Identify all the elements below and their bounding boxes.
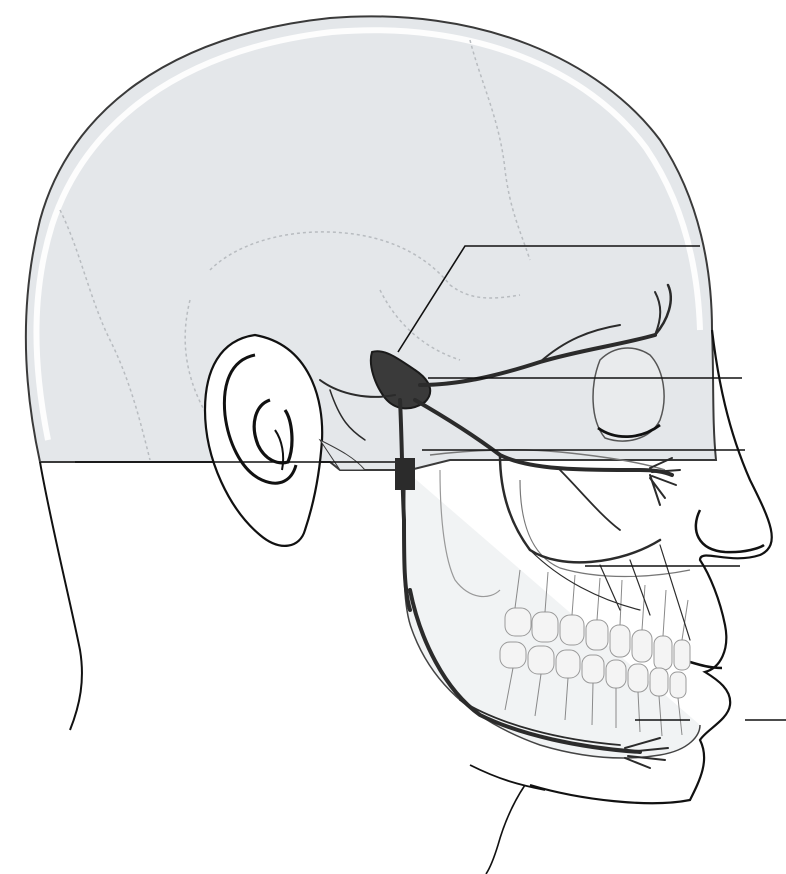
orbit — [593, 348, 664, 441]
neck-back — [40, 462, 82, 730]
maxilla — [520, 480, 690, 577]
otic-ganglion — [395, 458, 415, 490]
nostril — [696, 510, 764, 552]
throat — [486, 785, 525, 874]
ear — [205, 335, 322, 546]
